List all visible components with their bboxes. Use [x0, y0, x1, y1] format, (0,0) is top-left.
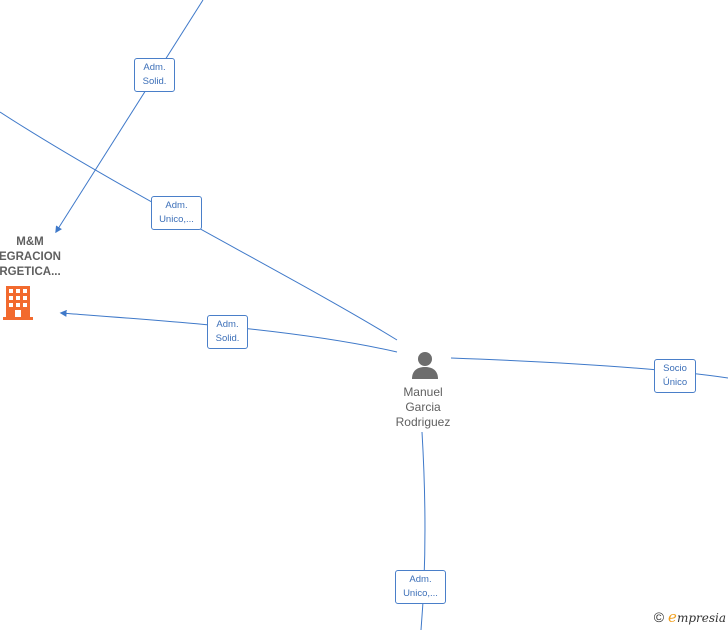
person-name-line: Garcia [405, 400, 441, 414]
copyright-symbol: © [653, 609, 665, 625]
person-icon[interactable] [410, 350, 440, 380]
person-name-line: Rodriguez [395, 415, 451, 429]
edge-line-adm-unico-top [0, 111, 398, 341]
company-name-line: M&M [16, 236, 44, 248]
edge-label-line: Socio [663, 363, 687, 374]
empresia-logo[interactable]: empresia [668, 608, 726, 626]
edge-label-adm-unico-bottom[interactable]: Adm. Unico,... [395, 570, 446, 604]
edge-label-line: Adm. [409, 574, 432, 585]
edge-label-line: Unico,... [159, 214, 194, 225]
edge-label-line: Solid. [142, 76, 167, 87]
edge-label-line: Único [662, 377, 688, 388]
edge-label-line: Adm. [216, 319, 239, 330]
edge-line-socio-unico [450, 357, 728, 379]
edge-label-line: Solid. [215, 333, 240, 344]
edge-label-line: Adm. [165, 200, 188, 211]
edge-label-line: Unico,... [403, 588, 438, 599]
company-name-line: EGRACION [0, 251, 61, 263]
edge-label-line: Adm. [143, 62, 166, 73]
person-node-label[interactable]: Manuel Garcia Rodriguez [373, 385, 473, 430]
edge-label-adm-solid-company[interactable]: Adm. Solid. [207, 315, 248, 349]
edge-label-adm-unico-top[interactable]: Adm. Unico,... [151, 196, 202, 230]
edge-label-adm-solid-top[interactable]: Adm. Solid. [134, 58, 175, 92]
person-name-line: Manuel [403, 385, 443, 399]
edge-line-adm-solid-top [55, 0, 204, 234]
edge-label-socio-unico[interactable]: Socio Único [654, 359, 696, 393]
company-name-line: RGETICA... [0, 266, 61, 278]
building-icon[interactable] [2, 286, 34, 320]
company-node-label[interactable]: M&M EGRACION RGETICA... [0, 235, 90, 280]
edge-line-adm-unico-bottom [420, 431, 426, 630]
copyright-footer: © empresia [654, 608, 726, 626]
